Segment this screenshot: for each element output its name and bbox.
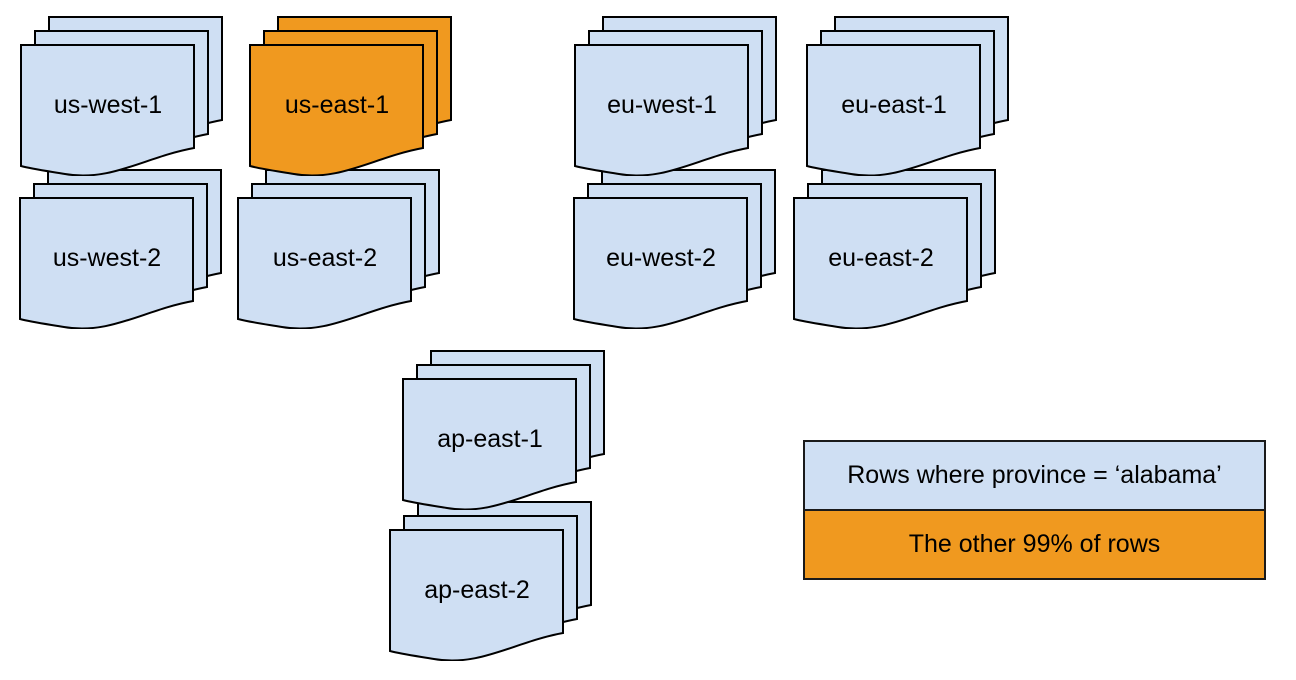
document-sheet-front bbox=[573, 197, 748, 330]
region-stack-eu-east-2: eu-east-2 bbox=[793, 169, 997, 330]
document-stack-icon: ap-east-1 bbox=[402, 350, 605, 511]
document-sheet-front bbox=[20, 44, 195, 177]
document-stack-icon: us-west-1 bbox=[20, 16, 223, 177]
region-stack-eu-west-2: eu-west-2 bbox=[573, 169, 777, 330]
document-stack-icon: eu-west-2 bbox=[573, 169, 776, 330]
region-stack-ap-east-1: ap-east-1 bbox=[402, 350, 606, 511]
region-label: ap-east-1 bbox=[437, 425, 543, 453]
legend-item-other-rows: The other 99% of rows bbox=[805, 509, 1264, 578]
document-sheet-front bbox=[389, 529, 564, 662]
document-stack-icon: us-west-2 bbox=[19, 169, 222, 330]
region-label: us-east-2 bbox=[273, 244, 377, 272]
legend: Rows where province = ‘alabama’ The othe… bbox=[803, 440, 1266, 580]
document-stack-icon: eu-east-1 bbox=[806, 16, 1009, 177]
document-sheet-front bbox=[402, 378, 577, 511]
legend-item-alabama-rows: Rows where province = ‘alabama’ bbox=[805, 442, 1264, 509]
document-stack-icon: us-east-1 bbox=[249, 16, 452, 177]
region-label: us-west-1 bbox=[54, 91, 162, 119]
region-stack-us-east-1: us-east-1 bbox=[249, 16, 453, 177]
region-stack-ap-east-2: ap-east-2 bbox=[389, 501, 593, 662]
region-label: eu-east-2 bbox=[828, 244, 934, 272]
legend-item-label: Rows where province = ‘alabama’ bbox=[847, 461, 1222, 489]
region-stack-us-west-1: us-west-1 bbox=[20, 16, 224, 177]
legend-item-label: The other 99% of rows bbox=[908, 530, 1161, 558]
document-stack-icon: us-east-2 bbox=[237, 169, 440, 330]
document-stack-icon: eu-west-1 bbox=[574, 16, 777, 177]
region-label: ap-east-2 bbox=[424, 576, 530, 604]
region-label: eu-west-1 bbox=[607, 91, 717, 119]
region-label: us-west-2 bbox=[53, 244, 161, 272]
region-label: us-east-1 bbox=[285, 91, 389, 119]
region-stack-eu-west-1: eu-west-1 bbox=[574, 16, 778, 177]
document-stack-icon: ap-east-2 bbox=[389, 501, 592, 662]
document-sheet-front bbox=[249, 44, 424, 177]
region-stack-us-west-2: us-west-2 bbox=[19, 169, 223, 330]
document-stack-icon: eu-east-2 bbox=[793, 169, 996, 330]
region-label: eu-west-2 bbox=[606, 244, 716, 272]
document-sheet-front bbox=[237, 197, 412, 330]
document-sheet-front bbox=[793, 197, 968, 330]
document-sheet-front bbox=[574, 44, 749, 177]
region-stack-eu-east-1: eu-east-1 bbox=[806, 16, 1010, 177]
document-sheet-front bbox=[806, 44, 981, 177]
document-sheet-front bbox=[19, 197, 194, 330]
region-stack-us-east-2: us-east-2 bbox=[237, 169, 441, 330]
region-label: eu-east-1 bbox=[841, 91, 947, 119]
